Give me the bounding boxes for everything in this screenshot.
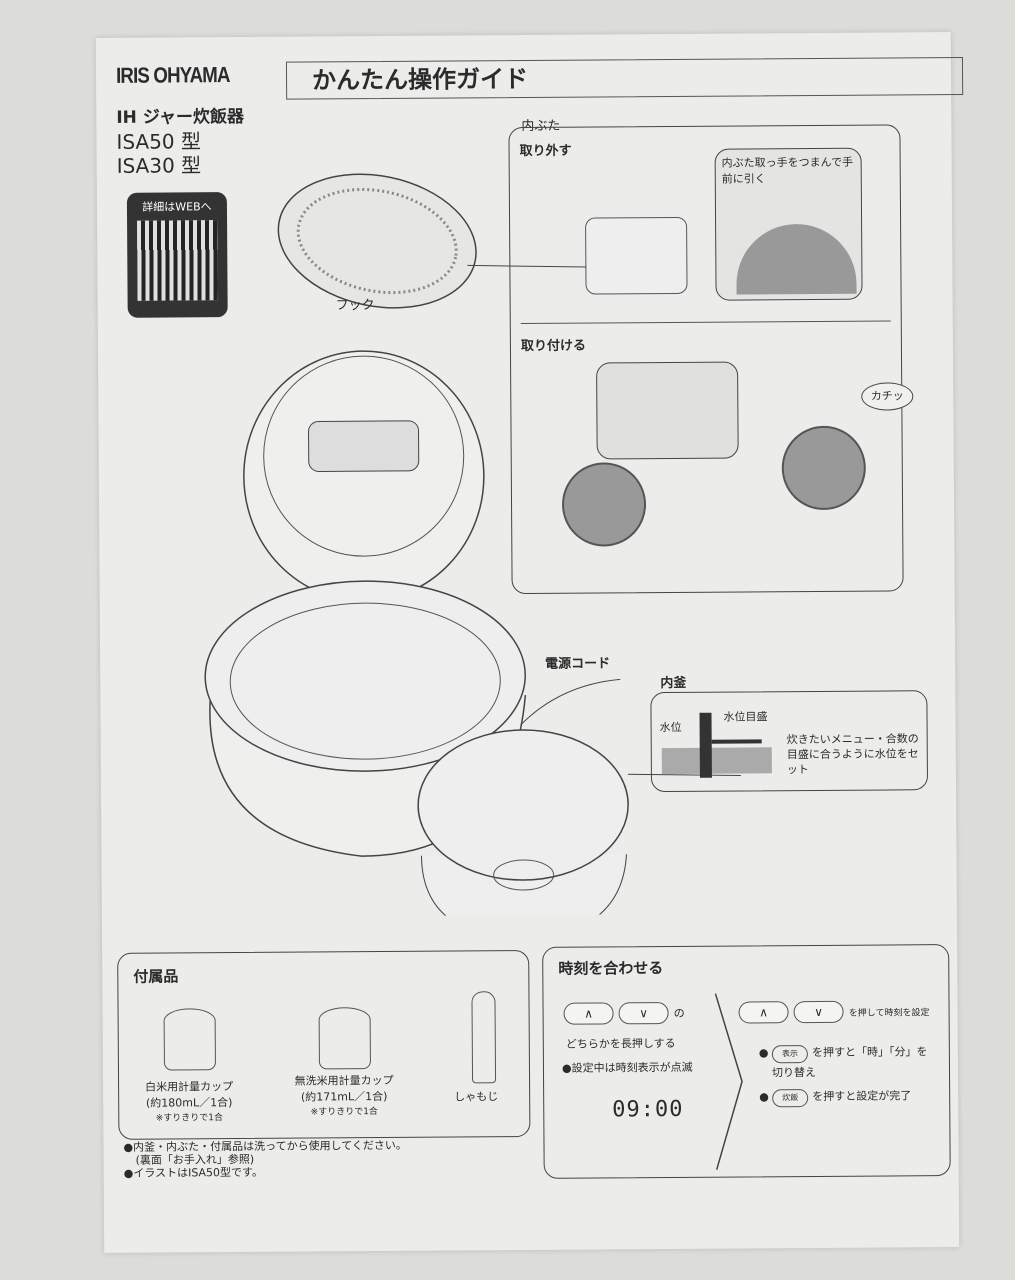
attach-lid-icon bbox=[561, 462, 647, 547]
musenmai-cup-icon bbox=[318, 1007, 371, 1070]
remove-title: 取り外す bbox=[519, 143, 572, 160]
power-cord-label: 電源コード bbox=[545, 656, 611, 672]
accessory-item-3: しゃもじ bbox=[454, 1090, 499, 1104]
display-instruction: ● 表示を押すと「時」「分」を bbox=[759, 1043, 928, 1064]
finish-instruction: ● 炊飯を押すと設定が完了 bbox=[759, 1087, 911, 1108]
arrow-buttons-left: ∧ ∨ の bbox=[563, 1002, 685, 1025]
of-text: の bbox=[673, 1006, 685, 1020]
water-level-label: 水位 bbox=[659, 720, 682, 735]
down-button[interactable]: ∨ bbox=[618, 1002, 669, 1025]
cooker-open-icon bbox=[585, 216, 688, 295]
attach-lid-icon-2 bbox=[781, 425, 867, 511]
hook-label: フック bbox=[335, 298, 375, 314]
scale-label: 水位目盛 bbox=[723, 710, 768, 724]
chevron-divider-icon bbox=[714, 993, 743, 1170]
display-button[interactable]: 表示 bbox=[771, 1045, 809, 1064]
toggle-text-2: 切り替え bbox=[771, 1065, 817, 1080]
long-press-text: どちらかを長押しする bbox=[565, 1036, 676, 1051]
remove-detail-inset: 内ぶた取っ手をつまんで手前に引く bbox=[714, 147, 863, 301]
up-button-2[interactable]: ∧ bbox=[738, 1001, 789, 1024]
accessory-notes: ●内釜・内ぶた・付属品は洗ってから使用してください。(裏面「お手入れ」参照)●イ… bbox=[123, 1138, 407, 1180]
click-bubble: カチッ bbox=[861, 382, 914, 411]
arrow-buttons-right: ∧ ∨ を押して時刻を設定 bbox=[738, 1000, 930, 1024]
clock-title: 時刻を合わせる bbox=[558, 959, 664, 978]
clock-display: 09:00 bbox=[612, 1096, 684, 1123]
pot-wall-icon bbox=[699, 712, 712, 778]
inner-lid-panel: 取り外す 内ぶた取っ手をつまんで手前に引く 取り付ける カチッ bbox=[508, 124, 914, 595]
clock-setting-panel: 時刻を合わせる ∧ ∨ の どちらかを長押しする ●設定中は時刻表示が点滅 09… bbox=[542, 944, 951, 1179]
rice-cooker-illustration bbox=[204, 173, 741, 918]
remove-note: 内ぶた取っ手をつまんで手前に引く bbox=[721, 155, 854, 186]
accessory-item-1: 白米用計量カップ(約180mL／1合)※すりきりで1合 bbox=[145, 1080, 234, 1124]
water-icon bbox=[661, 747, 772, 775]
up-button[interactable]: ∧ bbox=[563, 1002, 614, 1025]
inner-pot-label: 内釜 bbox=[660, 675, 687, 692]
water-level-panel: 水位 水位目盛 炊きたいメニュー・合数の目盛に合うように水位をセット bbox=[650, 690, 929, 793]
water-instruction: 炊きたいメニュー・合数の目盛に合うように水位をセット bbox=[786, 732, 919, 777]
accessories-title: 付属品 bbox=[133, 967, 179, 986]
page-title: かんたん操作ガイド bbox=[285, 56, 964, 100]
rice-paddle-icon bbox=[471, 991, 497, 1084]
down-button-2[interactable]: ∨ bbox=[793, 1000, 844, 1024]
guide-sheet: IRIS OHYAMA かんたん操作ガイド IH ジャー炊飯器 ISA50 型 … bbox=[95, 32, 964, 1253]
accessory-item-2: 無洗米用計量カップ(約171mL／1合)※すりきりで1合 bbox=[294, 1073, 394, 1118]
blink-note: ●設定中は時刻表示が点滅 bbox=[561, 1060, 693, 1075]
set-text: を押して時刻を設定 bbox=[848, 1008, 930, 1019]
attach-detail-inset bbox=[596, 361, 739, 460]
scale-mark-icon bbox=[711, 739, 762, 744]
accessories-panel: 付属品 白米用計量カップ(約180mL／1合)※すりきりで1合 無洗米用計量カッ… bbox=[117, 949, 531, 1140]
attach-title: 取り付ける bbox=[520, 338, 587, 355]
inner-lid-detail-icon bbox=[736, 223, 857, 295]
brand-logo: IRIS OHYAMA bbox=[115, 62, 230, 88]
cook-button[interactable]: 炊飯 bbox=[772, 1089, 809, 1108]
product-name: IH ジャー炊飯器 bbox=[116, 106, 245, 128]
white-rice-cup-icon bbox=[163, 1008, 216, 1071]
